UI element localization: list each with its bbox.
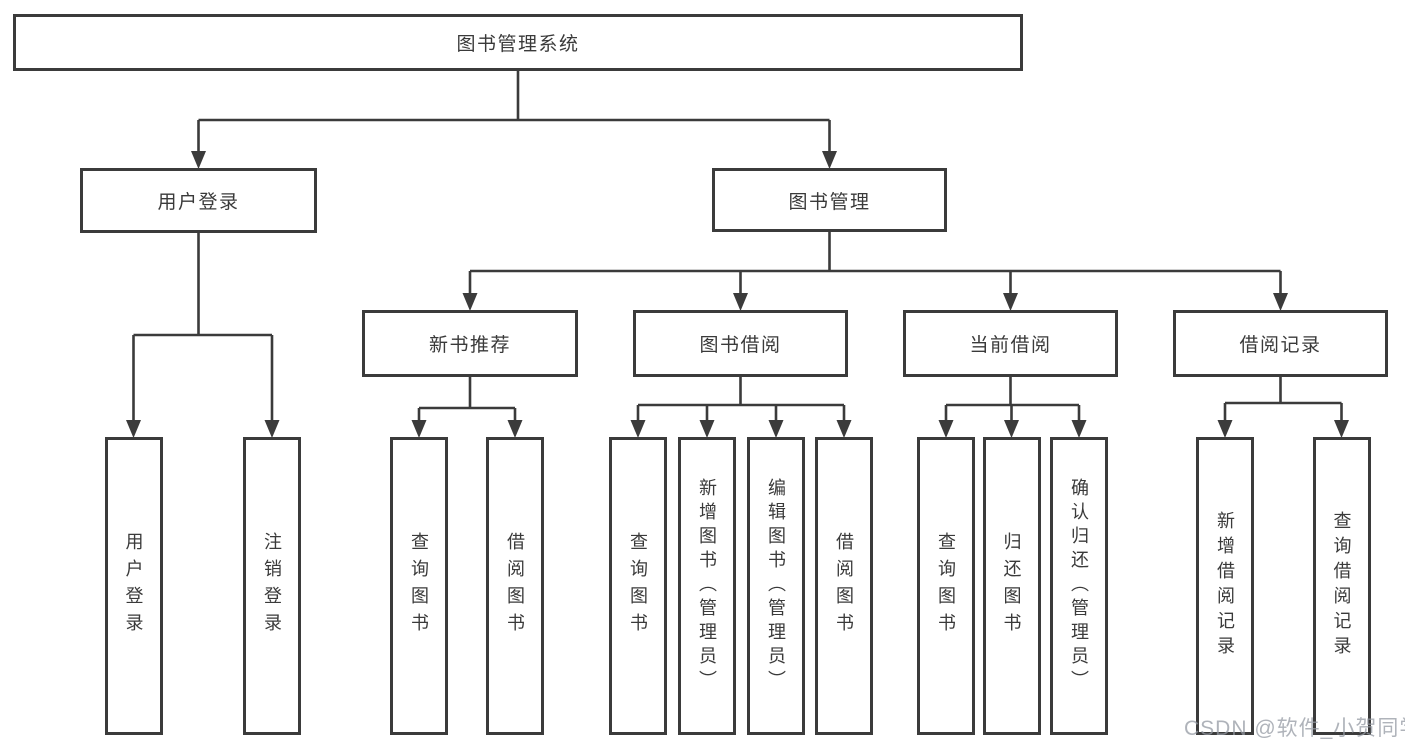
node-current-borrow: 当前借阅 bbox=[903, 310, 1118, 377]
leaf-label: 借阅图书 bbox=[505, 532, 525, 640]
leaf-label: 查询借阅记录 bbox=[1331, 511, 1352, 661]
node-user-login: 用户登录 bbox=[80, 168, 317, 233]
leaf-label: 注销登录 bbox=[262, 532, 282, 640]
node-label: 用户登录 bbox=[157, 192, 240, 213]
node-library-management-system: 图书管理系统 bbox=[13, 14, 1023, 71]
leaf-label: 归还图书 bbox=[1001, 532, 1022, 640]
leaf-confirm-return-admin: 确认归还（管理员） bbox=[1050, 437, 1108, 735]
leaf-query-books-recommend: 查询图书 bbox=[390, 437, 448, 735]
node-label: 图书管理系统 bbox=[456, 34, 580, 55]
leaf-label: 用户登录 bbox=[123, 532, 144, 640]
node-label: 图书管理 bbox=[788, 191, 871, 213]
leaf-add-borrow-record: 新增借阅记录 bbox=[1196, 437, 1254, 735]
leaf-query-books-current: 查询图书 bbox=[917, 437, 975, 735]
leaf-borrow-books-recommend: 借阅图书 bbox=[486, 437, 544, 735]
leaf-logout: 注销登录 bbox=[243, 437, 301, 735]
leaf-query-books-borrow: 查询图书 bbox=[609, 437, 667, 735]
node-new-book-recommend: 新书推荐 bbox=[362, 310, 578, 377]
node-label: 图书借阅 bbox=[699, 335, 782, 356]
leaf-user-login: 用户登录 bbox=[104, 437, 163, 735]
node-borrow-records: 借阅记录 bbox=[1173, 310, 1388, 377]
leaf-label: 借阅图书 bbox=[834, 532, 854, 640]
arrowheads bbox=[126, 151, 1349, 438]
node-label: 当前借阅 bbox=[969, 335, 1052, 356]
leaf-add-books-admin: 新增图书（管理员） bbox=[678, 437, 736, 735]
node-book-management: 图书管理 bbox=[712, 168, 947, 232]
leaf-label: 编辑图书（管理员） bbox=[766, 478, 786, 694]
node-label: 新书推荐 bbox=[428, 335, 511, 356]
node-label: 借阅记录 bbox=[1239, 335, 1322, 356]
leaf-label: 确认归还（管理员） bbox=[1069, 478, 1089, 694]
node-book-borrow: 图书借阅 bbox=[633, 310, 848, 377]
watermark: CSDN @软件_小贺同学 bbox=[1184, 717, 1405, 740]
leaf-borrow-books: 借阅图书 bbox=[815, 437, 873, 735]
leaf-edit-books-admin: 编辑图书（管理员） bbox=[747, 437, 805, 735]
leaf-return-books: 归还图书 bbox=[982, 437, 1041, 735]
leaf-label: 查询图书 bbox=[936, 532, 956, 640]
leaf-label: 查询图书 bbox=[409, 532, 429, 640]
leaf-label: 新增图书（管理员） bbox=[697, 478, 717, 694]
leaf-label: 新增借阅记录 bbox=[1215, 511, 1235, 661]
leaf-query-borrow-record: 查询借阅记录 bbox=[1312, 437, 1371, 735]
leaf-label: 查询图书 bbox=[628, 532, 648, 640]
